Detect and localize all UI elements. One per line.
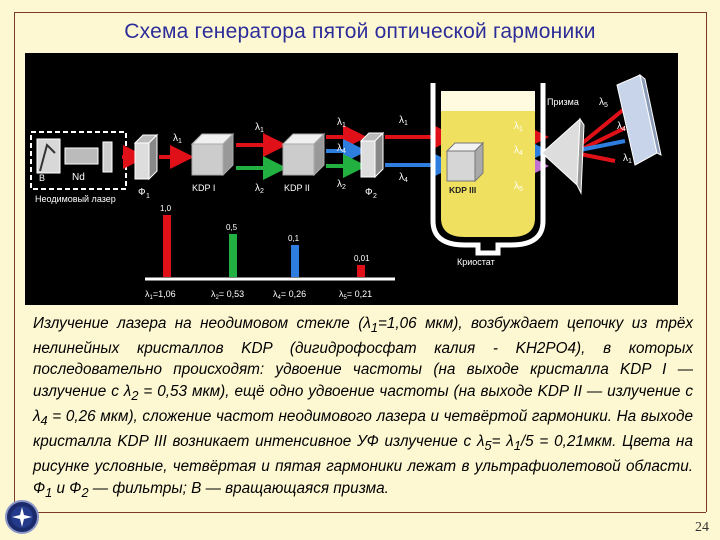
spectrum-amp-2: 0,5 [226,223,238,232]
caption-sub-5: 1 [513,438,521,454]
caption-part-3: = 0,53 мкм), ещё одно удвоение частоты (… [33,382,694,425]
caption-part-8: — фильтры; В — вращающаяся призма. [88,479,389,497]
prism-label: Призма [547,97,579,107]
page-number: 24 [695,520,709,535]
frame-bottom-line [14,512,706,513]
beam-lambda-label: λ1 [337,117,346,129]
beam-lambda-label: λ1 [173,133,182,145]
beam-lambda-label: λ1 [255,122,264,134]
crystal-kdp1: KDP I [190,132,235,193]
spectrum-lambda-4: λ5= 0,21 [339,289,372,301]
cryostat-label: Криостат [457,257,495,267]
caption-text: Излучение лазера на неодимовом стекле (λ… [33,313,693,503]
output-screen [616,73,662,166]
beam-lambda-label: λ4 [514,145,523,157]
spectrum-bar-1 [163,215,171,277]
caption-part-1: Излучение лазера на неодимовом стекле (λ [33,315,371,332]
laser-nd-label: Nd [72,172,85,183]
spectrum-lambda-2: λ2= 0,53 [211,289,244,301]
spectrum-bar-2 [229,234,237,277]
beam-lambda-label: λ1 [623,153,632,165]
filter-f2: Ф 2 [359,131,385,200]
spectrum-lambda-1: λ1=1,06 [145,289,176,301]
slide-title: Схема генератора пятой оптической гармон… [124,20,596,43]
f1-label: Ф [138,187,146,198]
caption-sub-7: 2 [81,484,89,500]
laser-label: Неодимовый лазер [35,194,116,204]
kdp2-label: KDP II [284,183,310,193]
crystal-kdp2: KDP II [281,132,326,193]
caption-sub-2: 2 [131,387,139,403]
caption-sub-3: 4 [40,412,48,428]
caption-sub-4: 5 [484,438,492,454]
filter-f1: Ф 1 [133,133,159,200]
neodymium-laser: B Nd Неодимовый лазер [30,131,127,204]
frame-left-line [14,12,15,512]
laser-b-label: B [39,173,45,183]
beam-lambda-label: λ4 [617,121,626,133]
spectrum-bar-3 [291,245,299,277]
beam-lambda-label: λ2 [337,179,346,191]
beam-labels: λ1 λ1 λ2 λ1 λ4 λ2 λ1 λ4 λ1 λ4 λ5 λ5 λ4 λ1 [173,97,632,195]
beam-lambda-label: λ5 [599,97,608,109]
caption-sub-1: 1 [370,320,378,336]
caption-sub-6: 1 [45,484,53,500]
f2-label: Ф [365,187,373,198]
generator-scheme: B Nd Неодимовый лазер Ф 1 KDP I [25,53,678,305]
f1-sub: 1 [146,193,150,200]
frame-top-line [14,12,706,13]
beam-lambda-label: λ1 [514,121,523,133]
caption-part-5: = λ [491,433,514,451]
beam-lambda-label: λ2 [255,183,264,195]
beam-lambda-label: λ1 [399,115,408,127]
cryostat: KDP III Криостат [430,83,546,267]
spectrum-amp-4: 0,01 [354,254,370,263]
caption-part-2: =1,06 мкм), возбуждает цепочку из трёх н… [33,315,693,400]
spectrum-amp-3: 0,1 [288,234,300,243]
caption-part-6: /5 = 0,21мкм. Цвета на рисунке условные,… [33,433,693,497]
spectrum-amp-1: 1,0 [160,204,172,213]
kdp1-label: KDP I [192,183,215,193]
f2-sub: 2 [373,193,377,200]
frame-right-line [706,12,707,512]
prism: Призма [541,97,585,195]
spectrum-bar-4 [357,265,365,277]
beam-lambda-label: λ5 [514,181,523,193]
spectrum-lambda-3: λ4= 0,26 [273,289,306,301]
spectrum-bars: 1,0 λ1=1,06 0,5 λ2= 0,53 0,1 λ4= 0,26 0,01 λ5= … [145,204,372,301]
caption-part-7: и Ф [52,479,82,497]
logo-icon [4,499,40,535]
beam-lambda-label: λ4 [337,143,346,155]
caption-part-4: = 0,26 мкм), сложение частот неодимового… [33,407,693,451]
kdp3-label: KDP III [449,185,476,195]
beam-lambda-label: λ4 [399,172,408,184]
